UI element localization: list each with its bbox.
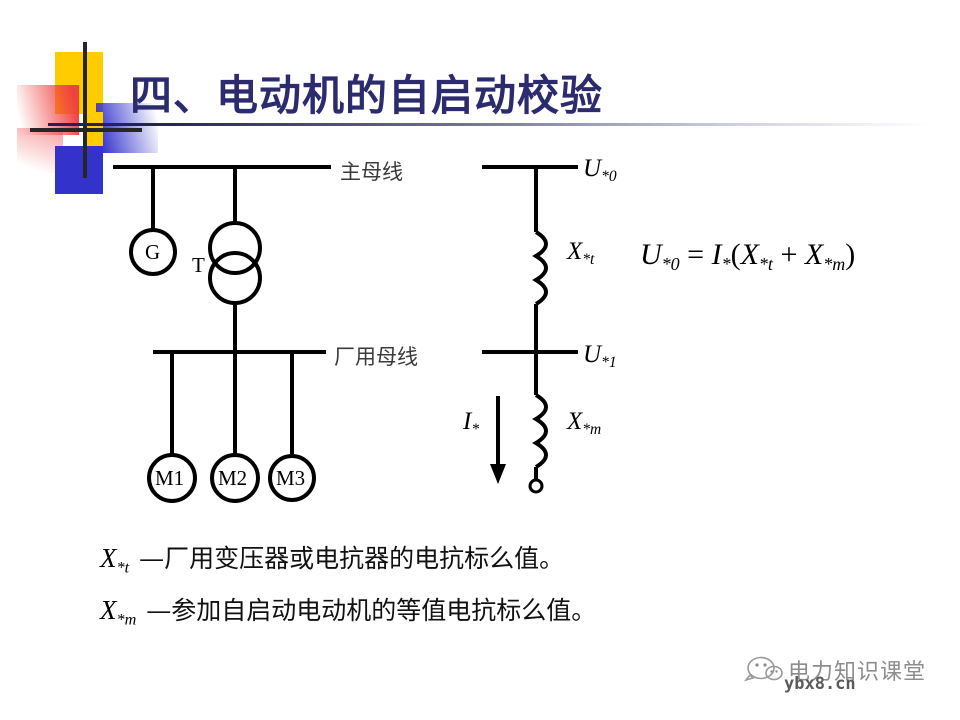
formula-u-sub: *0 bbox=[661, 253, 680, 274]
current-i-base: I bbox=[463, 408, 472, 435]
legend-xt-subscript: *t bbox=[116, 558, 130, 577]
legend-symbol-xt: X*t bbox=[100, 543, 129, 577]
reactance-xt-label: X*t bbox=[567, 238, 594, 269]
formula-close-paren: ) bbox=[845, 238, 856, 271]
title-underline-rule bbox=[48, 123, 928, 126]
formula-open-paren: ( bbox=[730, 238, 741, 271]
voltage-equation: U*0 = I*(X*t + X*m) bbox=[640, 238, 855, 275]
formula-xm: X bbox=[804, 238, 824, 271]
reactance-xt-subscript: *t bbox=[582, 250, 595, 268]
legend-row-xm: X*m —参加自启动电动机的等值电抗标么值。 bbox=[100, 591, 596, 629]
motor3-label: M3 bbox=[276, 466, 306, 490]
transformer-winding-upper bbox=[208, 221, 262, 275]
legend-xm-subscript: *m bbox=[116, 610, 137, 629]
motor2-symbol bbox=[210, 453, 260, 503]
deco-cross-vertical bbox=[83, 42, 87, 178]
node-u0-base: U bbox=[583, 155, 602, 182]
open-terminal-node bbox=[528, 478, 544, 494]
deco-square-red bbox=[17, 85, 79, 135]
formula-xt-sub: *t bbox=[758, 253, 773, 274]
current-i-label: I* bbox=[463, 408, 479, 439]
motor1-label: M1 bbox=[155, 466, 185, 490]
watermark: 电力知识课堂 ybx8.cn bbox=[744, 652, 954, 708]
page-title: 四、电动机的自启动校验 bbox=[130, 71, 604, 120]
formula-xt: X bbox=[740, 238, 759, 271]
current-i-subscript: * bbox=[471, 420, 480, 438]
node-u1-label: U*1 bbox=[583, 341, 617, 372]
inductor-xt-coil bbox=[532, 230, 548, 306]
main-bus-label: 主母线 bbox=[340, 160, 403, 184]
generator-symbol bbox=[129, 228, 177, 276]
node-u1-base: U bbox=[583, 341, 602, 368]
transformer-winding-lower bbox=[208, 251, 262, 305]
wechat-bubble-icon bbox=[744, 656, 783, 682]
legend-description-xt: —厂用变压器或电抗器的电抗标么值。 bbox=[139, 544, 565, 573]
formula-i: I bbox=[711, 238, 722, 271]
transformer-label: T bbox=[192, 253, 205, 277]
legend-symbol-xm: X*m bbox=[100, 595, 136, 629]
reactance-xm-base: X bbox=[567, 408, 583, 435]
reactance-xm-subscript: *m bbox=[582, 420, 602, 438]
reactance-xm-label: X*m bbox=[567, 408, 601, 439]
inductor-xm-coil bbox=[532, 393, 548, 469]
formula-xm-sub: *m bbox=[823, 253, 846, 274]
watermark-brand-text: 电力知识课堂 bbox=[788, 660, 927, 685]
legend-description-xm: —参加自启动电动机的等值电抗标么值。 bbox=[146, 596, 597, 625]
watermark-url: ybx8.cn bbox=[784, 674, 856, 694]
motor1-symbol bbox=[147, 453, 197, 503]
reactance-xt-base: X bbox=[567, 238, 583, 265]
formula-plus: + bbox=[780, 238, 798, 271]
node-u0-label: U*0 bbox=[583, 155, 617, 186]
node-u0-subscript: *0 bbox=[601, 167, 617, 185]
motor3-symbol bbox=[268, 454, 316, 502]
current-arrow-head bbox=[490, 464, 506, 484]
legend-xt-base: X bbox=[100, 543, 117, 573]
plant-bus-label: 厂用母线 bbox=[334, 345, 418, 369]
formula-u: U bbox=[640, 238, 662, 271]
motor2-label: M2 bbox=[218, 466, 248, 490]
formula-i-sub: * bbox=[721, 253, 731, 274]
deco-square-blue bbox=[55, 146, 103, 194]
legend-row-xt: X*t —厂用变压器或电抗器的电抗标么值。 bbox=[100, 539, 564, 577]
node-u1-subscript: *1 bbox=[601, 353, 617, 371]
formula-equals: = bbox=[687, 238, 705, 271]
legend-xm-base: X bbox=[100, 595, 117, 625]
generator-label: G bbox=[145, 240, 161, 264]
deco-cross-horizontal bbox=[30, 128, 142, 132]
